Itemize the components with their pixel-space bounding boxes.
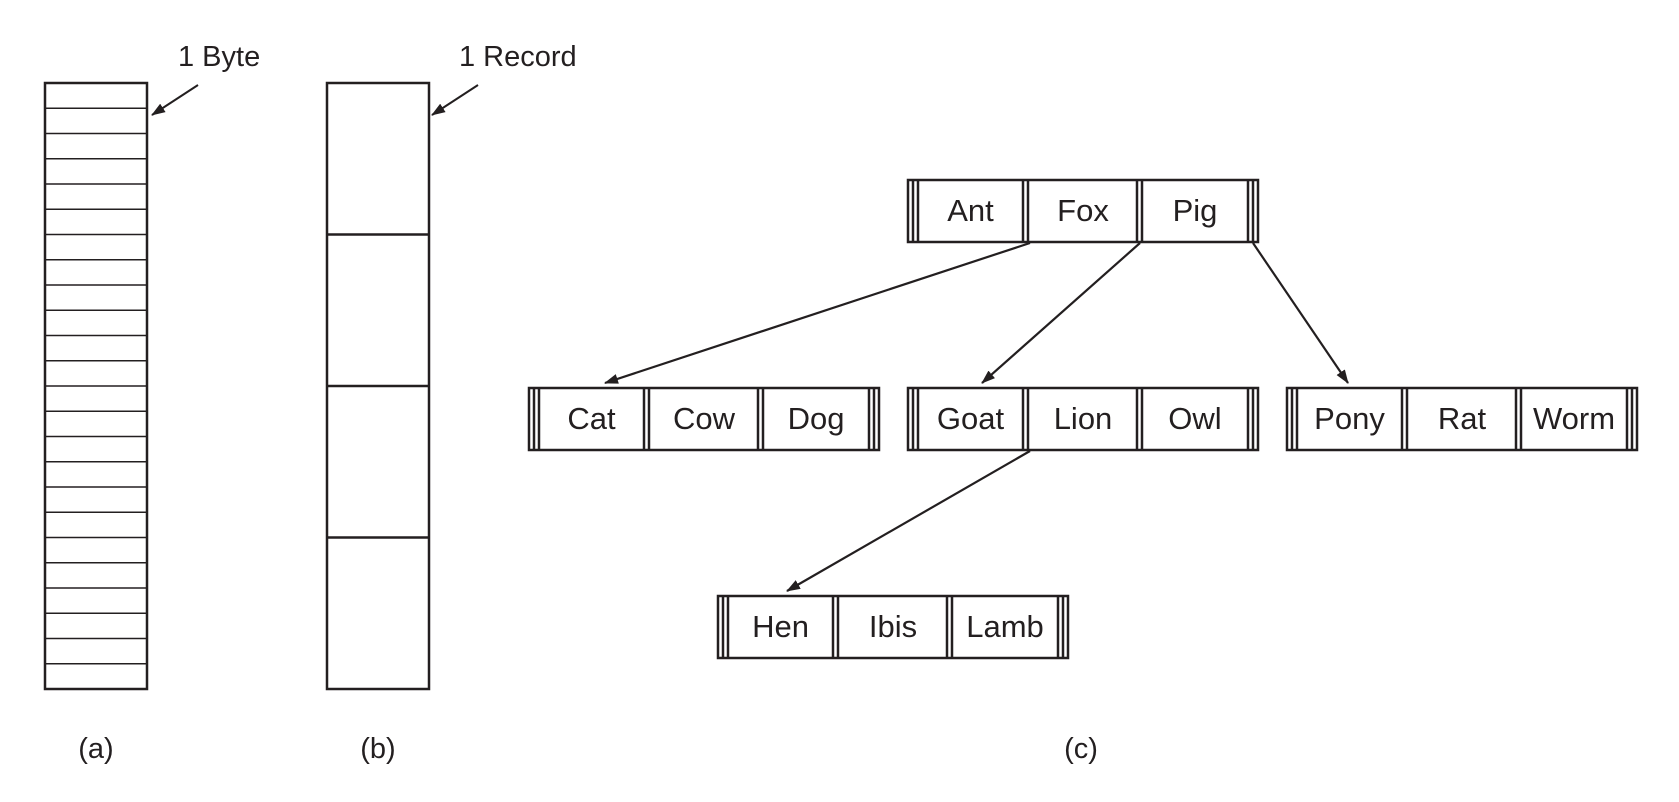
byte-annotation: 1 Byte: [178, 41, 260, 73]
tree-edge-root-n2: [981, 242, 1141, 384]
tree-node-n2: Goat Lion Owl: [906, 386, 1260, 452]
node-box: [906, 386, 1260, 452]
node-key: Lamb: [966, 609, 1044, 644]
tree-edge-root-n1: [604, 241, 1031, 385]
node-box: [527, 386, 881, 452]
node-key: Cow: [673, 401, 736, 436]
node-key: Pig: [1173, 193, 1218, 228]
byte-pointer-arrow: [151, 84, 199, 116]
node-key: Fox: [1057, 193, 1109, 228]
caption-b: (b): [360, 733, 395, 765]
node-key: Owl: [1168, 401, 1221, 436]
tree-edges: [604, 241, 1349, 592]
byte-dividers: [45, 107, 147, 665]
tree-node-n1: Cat Cow Dog: [527, 386, 881, 452]
node-box: [1285, 386, 1639, 452]
node-key: Ibis: [869, 609, 917, 644]
node-box: [716, 594, 1070, 660]
node-key: Hen: [752, 609, 809, 644]
panel-a-byte-sequence: 1 Byte (a): [43, 41, 260, 765]
tree-edge-root-n3: [1252, 242, 1349, 384]
panel-b-record-sequence: 1 Record (b): [325, 41, 577, 765]
node-box: [906, 178, 1260, 244]
node-key: Dog: [788, 401, 845, 436]
tree-edge-n2-n4: [786, 450, 1031, 592]
node-key: Ant: [947, 193, 994, 228]
record-pointer-arrow: [431, 84, 479, 116]
caption-c: (c): [1064, 733, 1098, 765]
tree-node-n4: Hen Ibis Lamb: [716, 594, 1070, 660]
node-key: Rat: [1438, 401, 1487, 436]
tree-node-n3: Pony Rat Worm: [1285, 386, 1639, 452]
node-key: Lion: [1054, 401, 1113, 436]
tree-node-root: Ant Fox Pig: [906, 178, 1260, 244]
node-key: Cat: [567, 401, 616, 436]
node-key: Goat: [937, 401, 1005, 436]
caption-a: (a): [78, 733, 113, 765]
node-key: Pony: [1314, 401, 1385, 436]
node-key: Worm: [1533, 401, 1615, 436]
record-dividers: [327, 233, 429, 539]
record-annotation: 1 Record: [459, 41, 577, 73]
